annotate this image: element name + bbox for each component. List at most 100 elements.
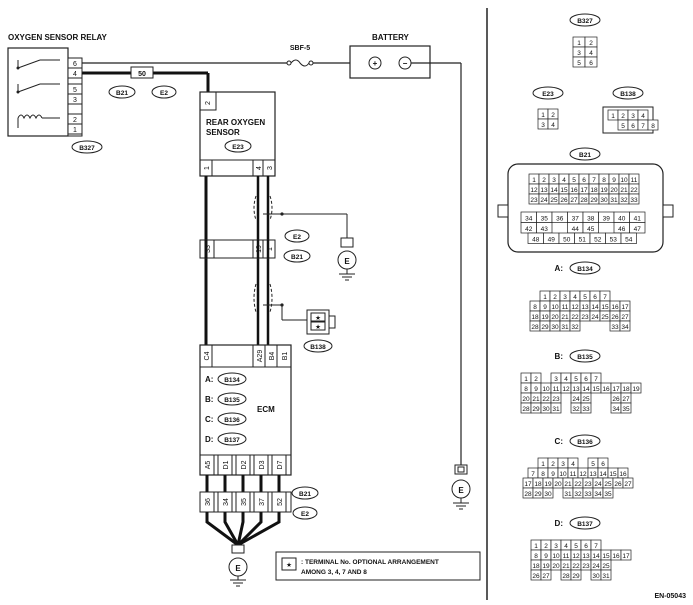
pin-number: 4	[562, 177, 566, 184]
pin-number: 20	[551, 314, 559, 321]
pin-number: 13	[589, 471, 597, 478]
svg-text:REAR OXYGEN: REAR OXYGEN	[206, 118, 265, 127]
pin-number: 31	[564, 491, 572, 498]
svg-text:E: E	[344, 257, 350, 266]
pin-number: 17	[612, 386, 620, 393]
svg-text:52: 52	[277, 498, 284, 506]
pin-number: 31	[602, 573, 610, 580]
pin-number: 7	[641, 123, 645, 130]
pin-number: 1	[534, 543, 538, 550]
pin-number: 28	[524, 491, 532, 498]
svg-text:D3: D3	[259, 460, 266, 469]
svg-text:★: ★	[315, 323, 321, 331]
connector-badge-e2-bottom: E2	[292, 506, 318, 520]
pin-number: 8	[651, 123, 655, 130]
pin-number: 31	[610, 197, 618, 204]
pin-number: 4	[564, 376, 568, 383]
pin-number: 16	[611, 304, 619, 311]
pin-number: 21	[561, 314, 569, 321]
pin-number: 28	[522, 406, 530, 413]
pin-number: 48	[532, 236, 540, 243]
svg-text:D2: D2	[241, 460, 248, 469]
pin-number: 2	[534, 376, 538, 383]
connector-prefix: B:	[555, 352, 563, 361]
pin-number: 9	[543, 304, 547, 311]
pin-number: 14	[582, 386, 590, 393]
harness-pin-50: 50	[130, 66, 154, 79]
pin-number: 7	[603, 294, 607, 301]
pin-number: 1	[541, 461, 545, 468]
pin-number: 21	[532, 396, 540, 403]
svg-text:B137: B137	[224, 437, 240, 444]
pin-number: 19	[541, 314, 549, 321]
pin-number: 23	[584, 481, 592, 488]
svg-text:36: 36	[205, 498, 212, 506]
pin-number: 28	[580, 197, 588, 204]
pin-number: 6	[584, 376, 588, 383]
connector-badge-e2-top: E2	[151, 85, 177, 99]
pin-number: 8	[524, 386, 528, 393]
pin-number: 19	[600, 187, 608, 194]
svg-text:2: 2	[73, 117, 77, 124]
pin-number: 21	[564, 481, 572, 488]
connector-label: B134	[577, 266, 593, 273]
battery-title: BATTERY	[372, 33, 410, 42]
pin-number: 23	[581, 314, 589, 321]
pin-number: 3	[561, 461, 565, 468]
ground-shield: E	[337, 237, 357, 281]
svg-text:E: E	[458, 486, 464, 495]
pin-number: 33	[584, 491, 592, 498]
pin-number: 1	[577, 40, 581, 47]
ecm-bottom-pins: A5 D1 D2 D3 D7	[199, 454, 287, 476]
pin-number: 25	[604, 481, 612, 488]
pin-number: 15	[602, 553, 610, 560]
svg-text:E2: E2	[160, 90, 168, 97]
pin-number: 42	[525, 226, 533, 233]
pin-number: 24	[572, 396, 580, 403]
pin-number: 30	[542, 406, 550, 413]
pin-number: 8	[541, 471, 545, 478]
pin-number: 50	[563, 236, 571, 243]
pin-number: 11	[563, 553, 570, 560]
pin-number: 18	[531, 314, 539, 321]
svg-text:+: +	[373, 59, 378, 68]
pin-number: 37	[572, 215, 580, 222]
pin-number: 5	[583, 294, 587, 301]
pin-number: 15	[609, 471, 617, 478]
battery-icon: + −	[349, 45, 431, 79]
connector-prefix: D:	[555, 519, 563, 528]
pin-number: 21	[620, 187, 628, 194]
svg-text:50: 50	[138, 71, 146, 78]
connector-badge-b327-relay: B327	[71, 140, 103, 154]
pin-number: 8	[533, 304, 537, 311]
pin-number: 32	[571, 324, 579, 331]
ecm: C4 A29 B4 B1 A: B134 B: B135 C: B136 D: …	[199, 344, 292, 476]
pin-number: 13	[581, 304, 589, 311]
pin-number: 17	[622, 553, 630, 560]
svg-text:C:: C:	[205, 415, 213, 424]
pin-number: 29	[590, 197, 598, 204]
pin-number: 1	[524, 376, 528, 383]
pin-number: 40	[618, 215, 626, 222]
pin-number: 5	[621, 123, 625, 130]
svg-text:E2: E2	[301, 511, 309, 518]
pin-number: 16	[570, 187, 578, 194]
pin-number: 1	[611, 113, 615, 120]
pin-number: 8	[534, 553, 538, 560]
pin-number: 1	[543, 294, 547, 301]
pin-number: 4	[573, 294, 577, 301]
ground-bottom: E	[228, 544, 248, 587]
pin-number: 38	[587, 215, 595, 222]
svg-text:: TERMINAL No. OPTIONAL ARRANG: : TERMINAL No. OPTIONAL ARRANGEMENT	[301, 559, 439, 566]
pin-number: 46	[618, 226, 626, 233]
pin-number: 3	[554, 376, 558, 383]
pin-number: 2	[551, 461, 555, 468]
pin-number: 5	[574, 543, 578, 550]
pin-number: 15	[592, 386, 600, 393]
svg-text:1: 1	[267, 247, 274, 251]
pin-number: 9	[551, 471, 555, 478]
pin-number: 26	[532, 573, 540, 580]
